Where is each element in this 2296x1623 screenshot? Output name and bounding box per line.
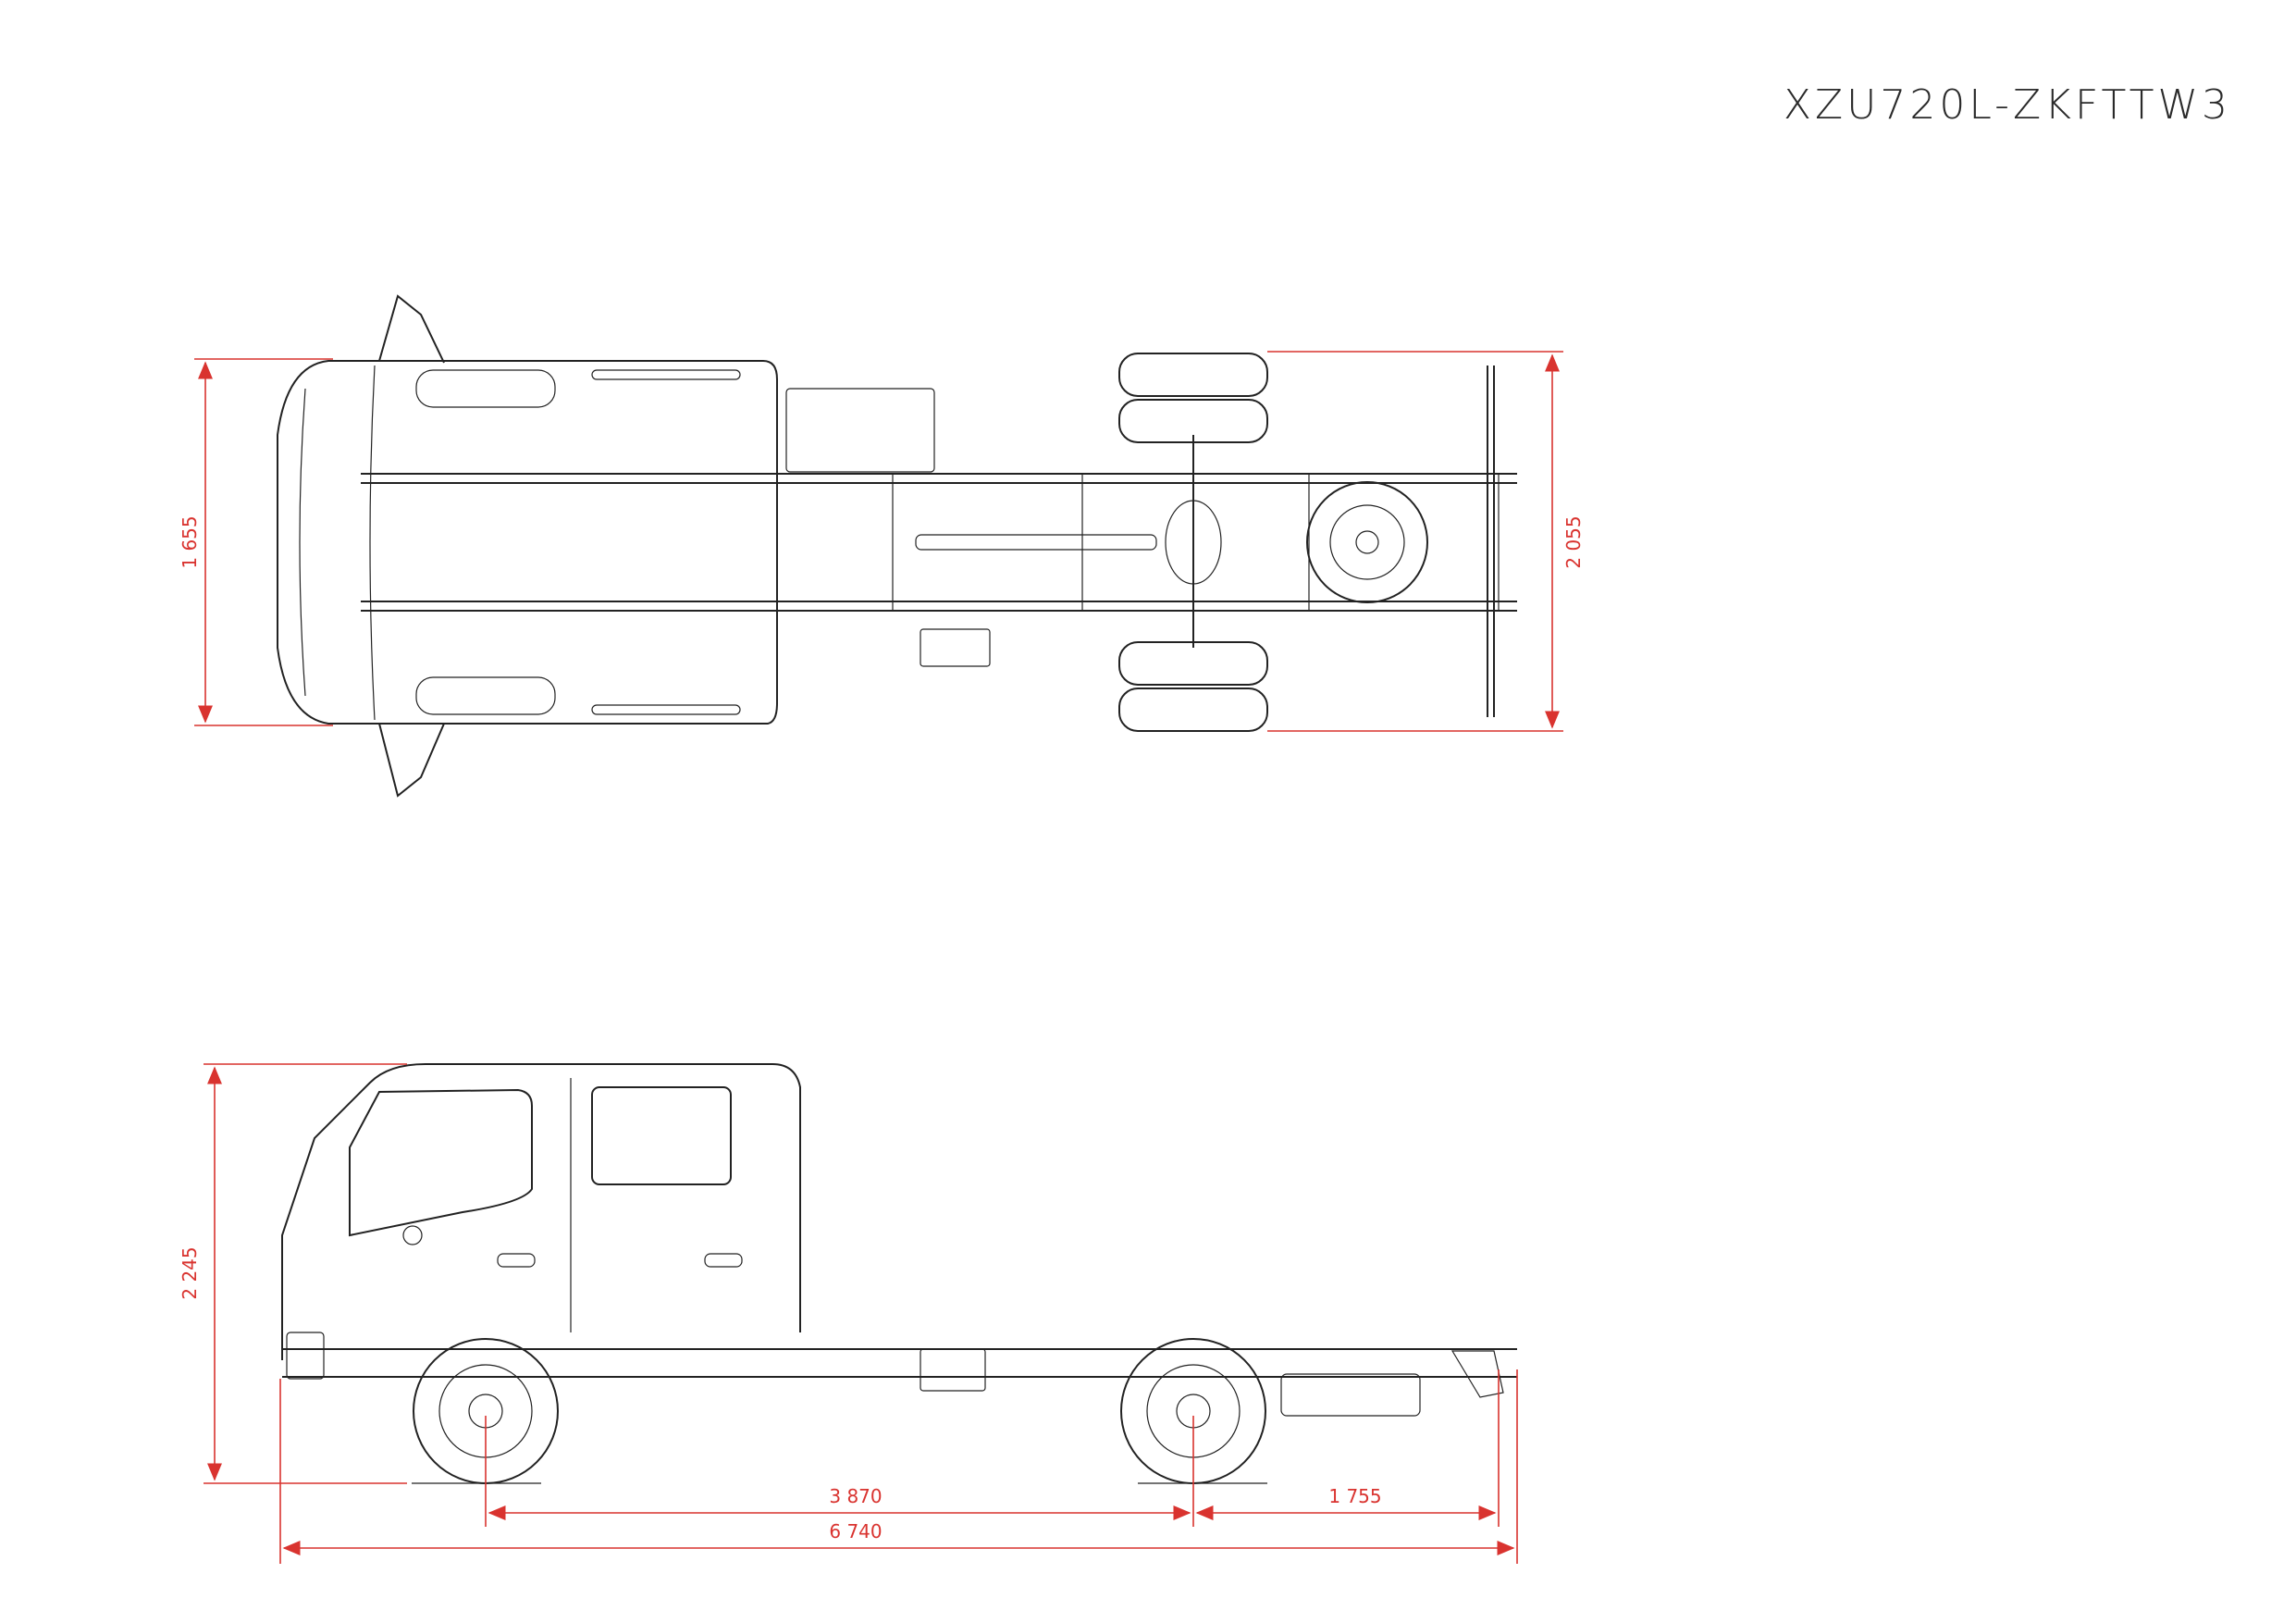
top-rear-tyre-2 [1118,641,1268,686]
side-mirror [402,1225,423,1245]
top-view [277,294,1517,798]
rear-door-window [591,1086,732,1185]
driveshaft [915,534,1157,551]
dim-top-width-cab: 1 655 [179,515,201,568]
model-code: XZU720L-ZKFTTW3 [1783,81,2231,129]
top-rear-tyre-1 [1118,353,1268,397]
front-window [349,1088,533,1237]
top-dimensions: 1 655 2 055 [179,351,1585,732]
side-dimensions: 2 245 3 870 1 755 6 740 [179,1063,1518,1564]
dim-wheelbase: 3 870 [829,1485,882,1507]
top-cab-outline [277,360,778,725]
top-left-mirror [378,294,445,364]
front-door-handle [497,1253,536,1268]
rear-door-handle [704,1253,743,1268]
dim-side-height: 2 245 [179,1246,201,1299]
spare-wheel [1306,481,1428,603]
top-right-mirror [378,723,445,798]
side-view [281,1063,1517,1484]
dim-overall-length: 6 740 [829,1520,882,1542]
dim-top-width-rear: 2 055 [1562,515,1585,568]
dim-rear-overhang: 1 755 [1328,1485,1381,1507]
side-cab-outline [281,1063,801,1360]
